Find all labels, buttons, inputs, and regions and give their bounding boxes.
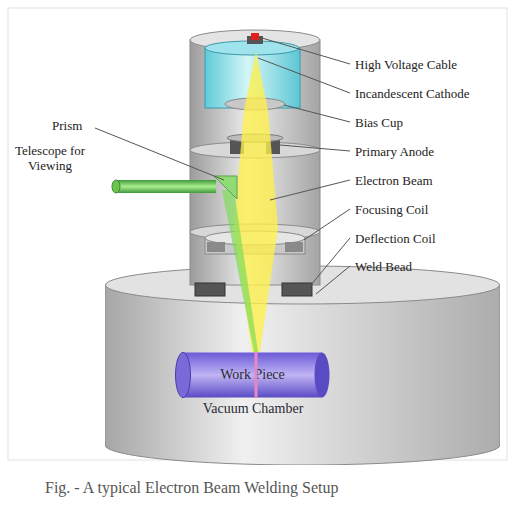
workpiece-end [315, 353, 330, 398]
coil-winding [285, 242, 303, 252]
part-label: Telescope for Viewing [14, 143, 86, 173]
high-voltage-cable [251, 33, 259, 40]
part-label: Incandescent Cathode [355, 86, 469, 101]
part-label: Prism [52, 118, 82, 133]
gun-column [190, 40, 320, 285]
vacuum-chamber: Vacuum Chamber Work Piece [105, 265, 500, 465]
part-label: High Voltage Cable [355, 57, 457, 72]
focusing-coil [205, 238, 305, 254]
chamber-body [105, 285, 500, 465]
prism [214, 176, 237, 199]
part-label: Bias Cup [355, 115, 403, 130]
anode-ring [227, 134, 283, 142]
part-label: Deflection Coil [355, 231, 436, 246]
anode-plate [190, 142, 320, 158]
coil-plate [190, 224, 320, 240]
figure-caption: Fig. - A typical Electron Beam Welding S… [45, 479, 338, 497]
part-label: Focusing Coil [355, 202, 428, 217]
leader-line [95, 128, 224, 180]
leader-line [304, 209, 350, 240]
workpiece-end [176, 353, 191, 398]
focusing-coil-top [205, 231, 305, 245]
anode-block [230, 140, 244, 154]
telescope [116, 180, 216, 193]
chamber-top [106, 266, 500, 304]
work-piece: Work Piece [175, 352, 330, 398]
coil-winding [207, 242, 225, 252]
bias-cup [225, 98, 285, 110]
node-label: Work Piece [175, 367, 330, 383]
node-label: Vacuum Chamber [183, 401, 323, 417]
gun-housing-top [205, 41, 299, 55]
part-label: Weld Bead [355, 259, 412, 274]
anode-block [266, 140, 280, 154]
gun-housing [205, 48, 300, 108]
cable-socket [247, 36, 263, 44]
column-top [190, 30, 320, 50]
leader-line [284, 105, 350, 122]
leader-line [262, 38, 350, 64]
part-label: Electron Beam [355, 173, 433, 188]
leader-line [280, 145, 350, 151]
telescope-end [112, 180, 120, 193]
leader-line [258, 58, 350, 93]
leader-line [270, 180, 350, 200]
part-label: Primary Anode [355, 144, 434, 159]
